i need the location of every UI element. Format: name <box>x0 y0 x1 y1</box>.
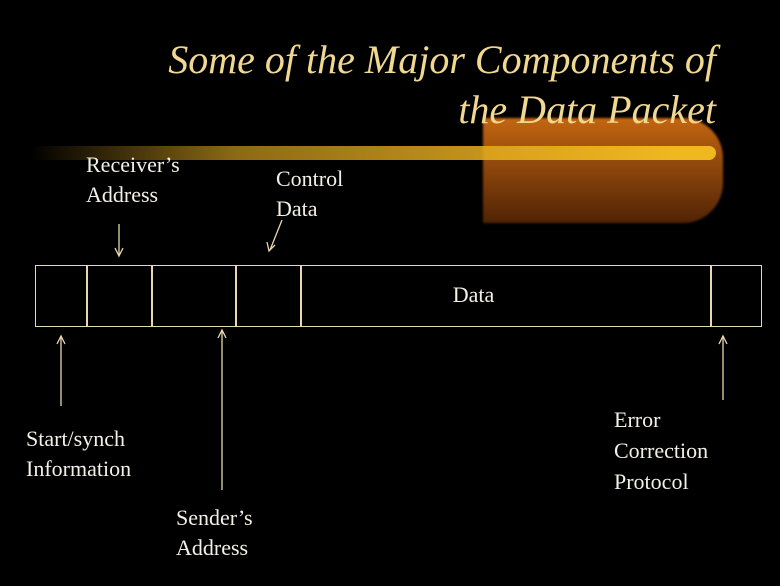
control-data-label: Control Data <box>276 164 343 224</box>
decorative-orange-blocks <box>483 118 723 223</box>
field-divider <box>86 266 88 326</box>
label-line: Correction <box>614 438 709 463</box>
field-divider <box>235 266 237 326</box>
arrow-error-correction <box>718 334 728 400</box>
data-field-label: Data <box>452 282 495 307</box>
field-divider <box>151 266 153 326</box>
label-line: Data <box>276 196 318 221</box>
receivers-address-label: Receiver’s Address <box>86 150 180 210</box>
label-line: Sender’s <box>176 505 253 530</box>
label-line: Address <box>86 182 159 207</box>
label-line: Start/synch <box>26 426 125 451</box>
slide-title-line1: Some of the Major Components of <box>168 37 716 82</box>
arrow-control-data <box>266 219 283 253</box>
label-line: Protocol <box>614 469 689 494</box>
label-line: Address <box>176 535 249 560</box>
label-line: Information <box>26 456 132 481</box>
label-line: Error <box>614 407 661 432</box>
decorative-gold-bar <box>30 146 716 160</box>
arrow-receivers-address <box>114 224 124 258</box>
slide-title-line2: the Data Packet <box>458 87 716 132</box>
data-packet-box: Data <box>35 265 762 327</box>
label-line: Control <box>276 166 344 191</box>
error-correction-label: Error Correction Protocol <box>614 404 708 497</box>
senders-address-label: Sender’s Address <box>176 503 253 563</box>
label-line: Receiver’s <box>86 152 180 177</box>
field-divider <box>710 266 712 326</box>
arrow-senders-address <box>217 328 227 490</box>
arrow-start-synch <box>56 334 66 406</box>
start-synch-label: Start/synch Information <box>26 424 131 484</box>
field-divider <box>300 266 302 326</box>
